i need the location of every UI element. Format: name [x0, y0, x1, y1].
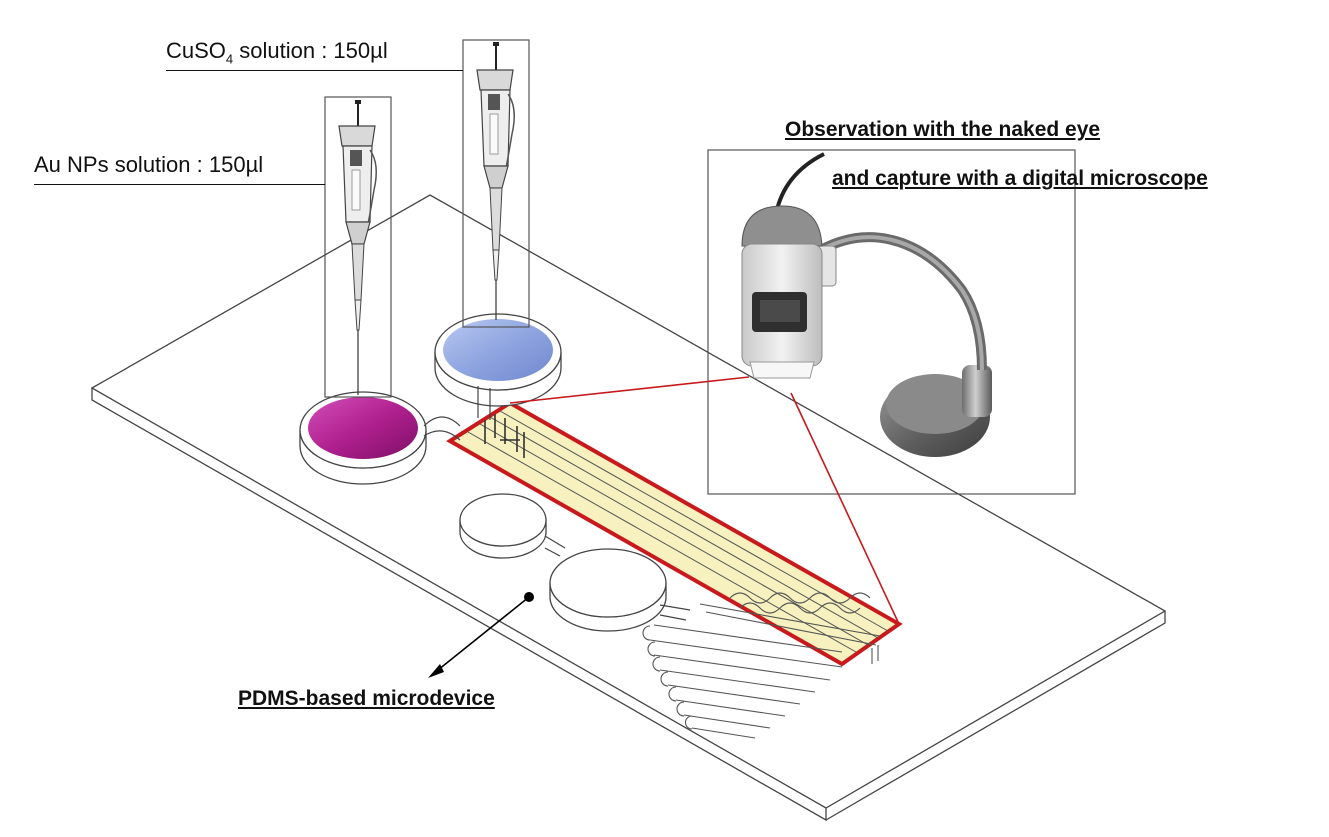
- cuso4-reservoir: [435, 314, 561, 420]
- au-nps-reservoir: [300, 392, 460, 484]
- pipette-icon: [477, 42, 514, 320]
- pdms-label: PDMS-based microdevice: [238, 687, 495, 711]
- empty-reservoir-lower: [550, 549, 666, 631]
- cuso4-label-underline: [166, 70, 463, 71]
- digital-microscope-icon: [742, 154, 992, 457]
- au-nps-label: Au NPs solution : 150µl: [34, 152, 263, 178]
- observation-label-line2: and capture with a digital microscope: [832, 167, 1208, 191]
- cuso4-label-prefix: CuSO: [166, 38, 226, 63]
- pipette-icon: [339, 100, 376, 395]
- cuso4-label: CuSO4 solution : 150µl: [166, 38, 388, 66]
- cuso4-solution: [443, 319, 553, 381]
- cuso4-label-suffix: solution : 150µl: [233, 38, 388, 63]
- connector-empty: [545, 536, 565, 556]
- au-nps-label-underline: [34, 184, 325, 185]
- au-nps-solution: [308, 397, 418, 459]
- observation-label-line1: Observation with the naked eye: [785, 118, 1100, 142]
- connector-serpentine: [660, 605, 690, 620]
- pdms-pointer: [428, 592, 534, 678]
- empty-reservoir-upper: [460, 494, 546, 558]
